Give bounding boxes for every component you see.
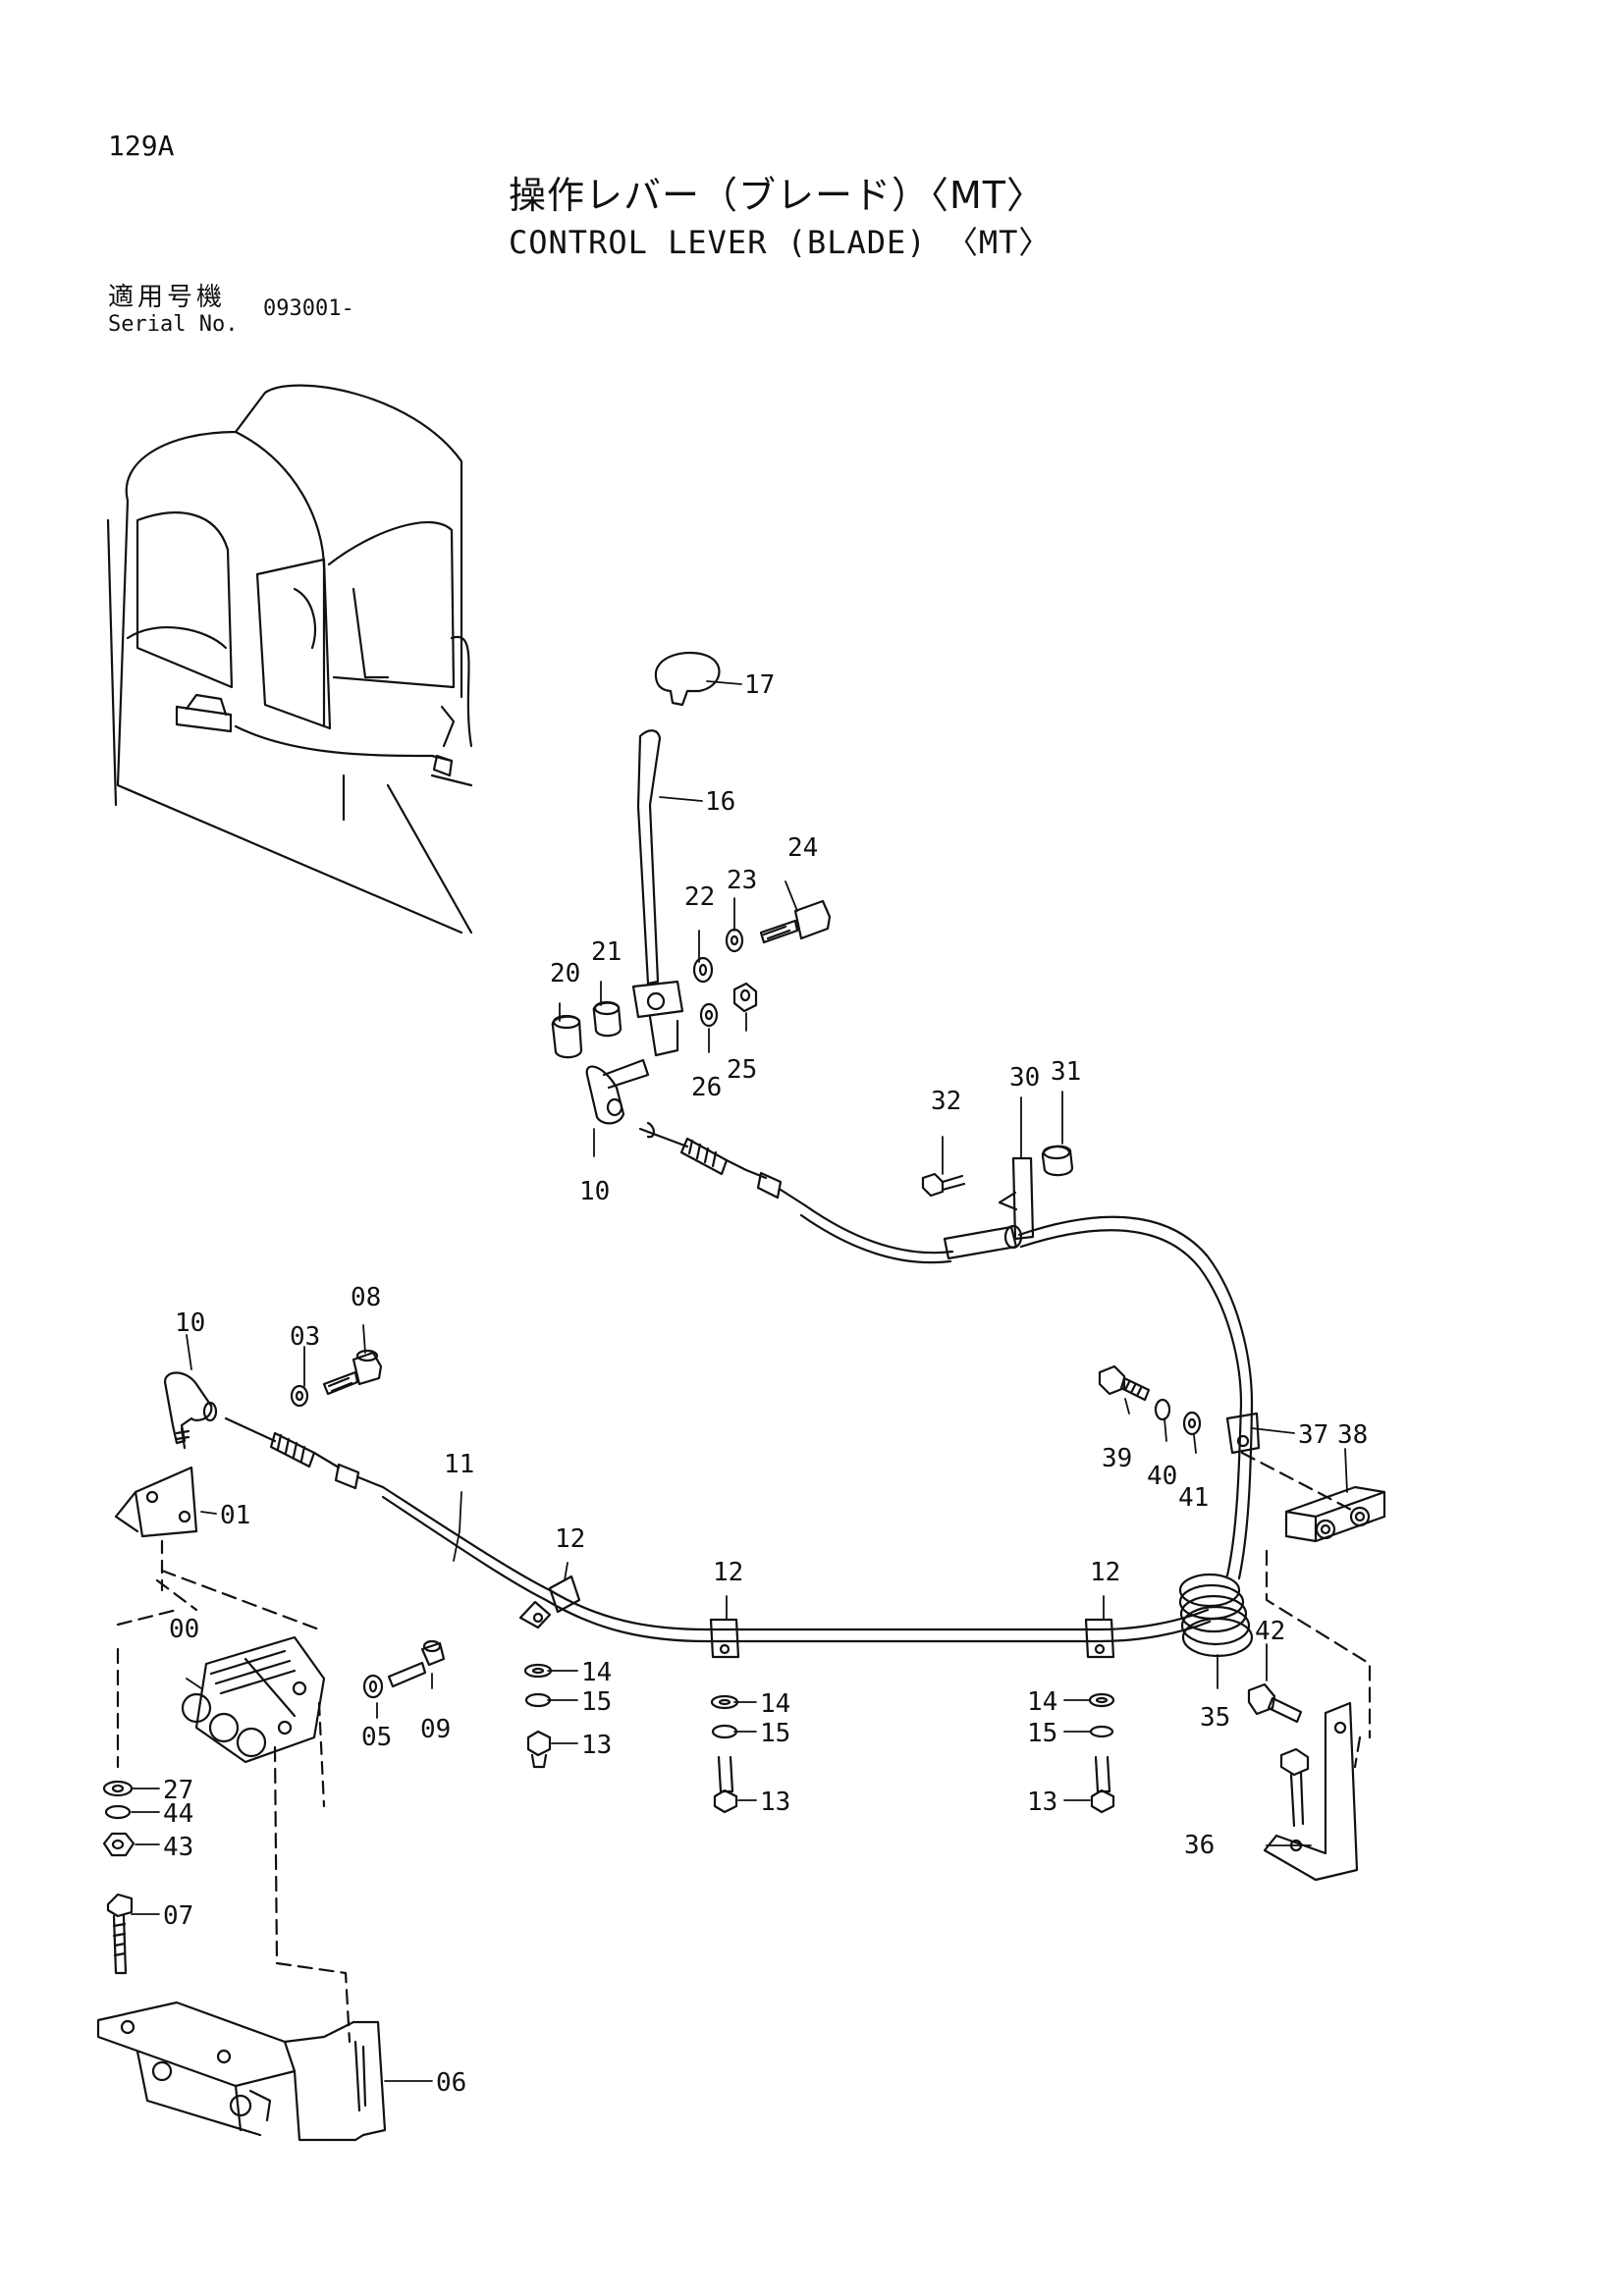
callout-43: 43: [163, 1833, 193, 1862]
callout-37: 37: [1298, 1420, 1328, 1450]
lever-assembly: [551, 651, 832, 1207]
callout-35: 35: [1200, 1703, 1230, 1733]
callout-13-left: 13: [581, 1731, 612, 1760]
callout-09: 09: [420, 1715, 451, 1744]
callout-16: 16: [705, 787, 735, 817]
hardware-stacks: [523, 1663, 1115, 1814]
lower-right-assembly: [1098, 1364, 1386, 1882]
title-english: CONTROL LEVER (BLADE) 〈MT〉: [509, 224, 1052, 261]
callout-42: 42: [1255, 1617, 1285, 1646]
callout-44: 44: [163, 1799, 193, 1829]
callout-15-right: 15: [1027, 1719, 1057, 1748]
serial-number-value: 093001-: [263, 296, 354, 321]
callout-06: 06: [436, 2068, 466, 2098]
callout-08: 08: [351, 1283, 381, 1312]
callout-41: 41: [1178, 1483, 1209, 1513]
callout-21: 21: [591, 937, 622, 967]
lower-left-assembly: [96, 1349, 446, 2142]
callout-14-middle: 14: [760, 1689, 790, 1719]
callout-13-middle: 13: [760, 1788, 790, 1817]
callout-11: 11: [444, 1450, 474, 1479]
cab-inset-illustration: [106, 384, 473, 934]
callout-24: 24: [787, 833, 818, 863]
callout-05: 05: [361, 1723, 392, 1752]
callout-14-left: 14: [581, 1658, 612, 1687]
callout-12-left: 12: [555, 1524, 585, 1554]
callout-12-right: 12: [1090, 1558, 1120, 1587]
callout-38: 38: [1337, 1420, 1368, 1450]
callout-20: 20: [550, 959, 580, 988]
callout-39: 39: [1102, 1444, 1132, 1473]
callout-10-upper: 10: [579, 1177, 610, 1206]
callout-25: 25: [727, 1055, 757, 1085]
callout-labels: 17 16 24 23 22 21 20 25 26 10 30 31 32 0…: [163, 670, 1368, 2098]
callout-07: 07: [163, 1901, 193, 1931]
serial-label-japanese: 適用号機: [108, 283, 227, 312]
callout-12-middle: 12: [713, 1558, 743, 1587]
callout-36: 36: [1184, 1831, 1215, 1860]
callout-40: 40: [1147, 1462, 1177, 1491]
callout-22: 22: [684, 882, 715, 912]
callout-31: 31: [1051, 1057, 1081, 1087]
callout-26: 26: [691, 1073, 722, 1102]
callout-14-right: 14: [1027, 1687, 1057, 1717]
callout-23: 23: [727, 866, 757, 895]
callout-10-lower: 10: [175, 1308, 205, 1338]
callout-00: 00: [169, 1615, 199, 1644]
callout-03: 03: [290, 1322, 320, 1352]
callout-13-right: 13: [1027, 1788, 1057, 1817]
lower-cable: [381, 1402, 1254, 1659]
callout-30: 30: [1009, 1063, 1040, 1093]
callout-32: 32: [931, 1087, 961, 1116]
title-japanese: 操作レバー（ブレード）〈MT〉: [509, 174, 1045, 217]
callout-15-middle: 15: [760, 1719, 790, 1748]
upper-cable-and-bracket: [799, 1145, 1254, 1406]
callout-27: 27: [163, 1776, 193, 1805]
serial-label-english: Serial No.: [108, 312, 239, 337]
leader-lines: [131, 680, 1348, 2082]
callout-17: 17: [744, 670, 775, 700]
callout-01: 01: [220, 1501, 250, 1530]
callout-15-left: 15: [581, 1687, 612, 1717]
page-number: 129A: [108, 130, 175, 162]
